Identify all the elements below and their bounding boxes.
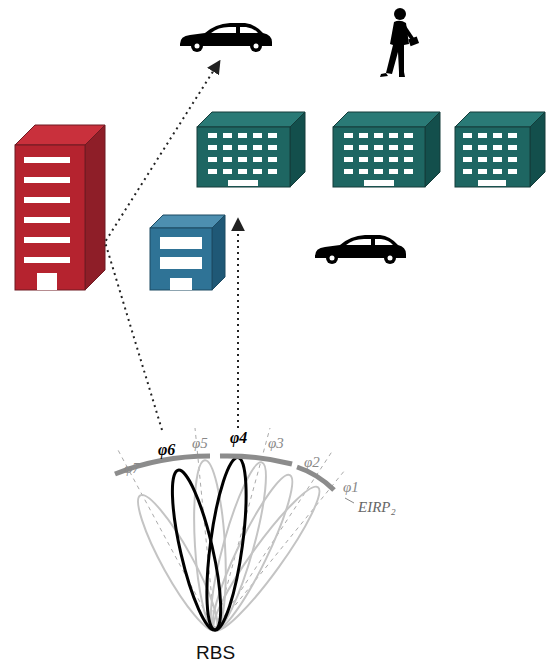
- car-icon: [315, 235, 406, 264]
- beam-label: φ2: [304, 455, 320, 470]
- beam-label: φ3: [268, 436, 284, 451]
- teal-building: [455, 112, 545, 187]
- active-beam-label: φ4: [230, 430, 247, 446]
- car-icon: [180, 23, 272, 52]
- eirp-label: EIRP₂: [358, 500, 396, 515]
- beam-label: φ1: [343, 480, 359, 495]
- beam-label: φ7: [124, 461, 140, 476]
- direct-path: [237, 220, 239, 428]
- leader-line: [345, 498, 354, 503]
- eirp-contour: [115, 456, 334, 490]
- active-beam-lobe: [163, 455, 254, 633]
- station-label: RBS: [196, 643, 235, 662]
- beam-label: φ5: [192, 436, 208, 451]
- pedestrian-icon: [380, 8, 419, 77]
- teal-building: [197, 112, 305, 187]
- red-building: [15, 125, 105, 290]
- reflected-path: [105, 62, 219, 430]
- blue-building: [150, 215, 225, 290]
- active-beam-label: φ6: [158, 442, 175, 458]
- teal-building: [333, 112, 440, 187]
